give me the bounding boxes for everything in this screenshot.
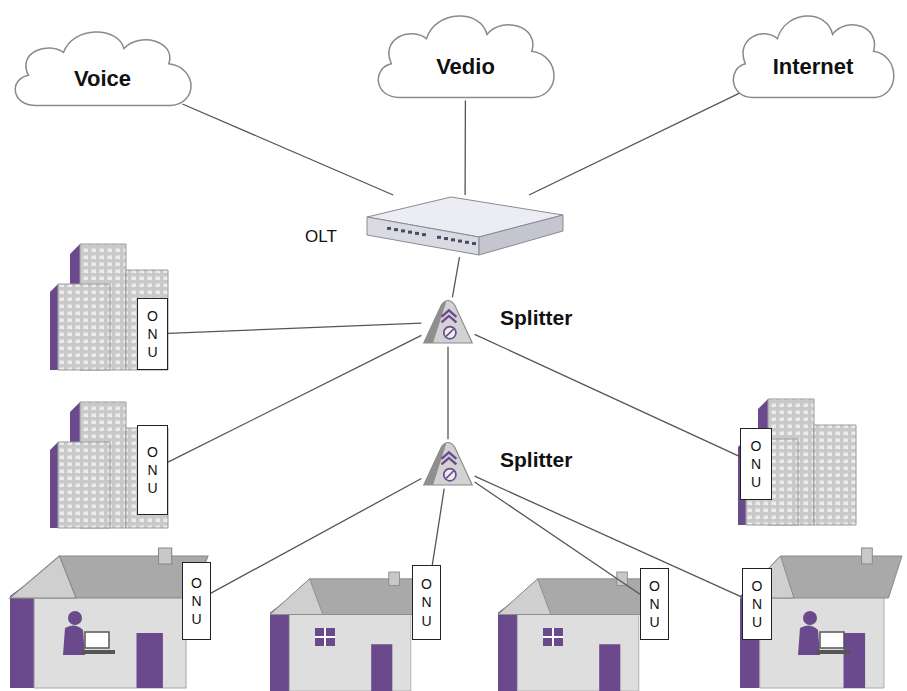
house bbox=[740, 548, 902, 688]
port bbox=[437, 236, 441, 239]
fiber-link bbox=[464, 101, 466, 195]
person-at-computer bbox=[63, 611, 115, 655]
onu-label: O N U bbox=[147, 443, 158, 498]
window bbox=[315, 628, 335, 646]
office-building bbox=[50, 244, 168, 370]
onu-label: O N U bbox=[421, 575, 432, 630]
onu-box: O N U bbox=[740, 428, 772, 500]
shape-part bbox=[441, 310, 456, 322]
optical-splitter: Splitter bbox=[420, 438, 476, 490]
onu-box: O N U bbox=[137, 425, 168, 515]
fiber-link bbox=[432, 489, 444, 565]
shape-part bbox=[446, 329, 453, 336]
fiber-link bbox=[182, 104, 393, 195]
port bbox=[387, 227, 391, 230]
house bbox=[270, 572, 428, 691]
shape-part bbox=[441, 452, 456, 464]
port bbox=[422, 233, 426, 236]
house bbox=[270, 572, 428, 691]
port bbox=[465, 241, 469, 244]
shape-part bbox=[444, 469, 456, 481]
olt-device: OLT bbox=[365, 195, 565, 257]
window bbox=[543, 628, 563, 646]
port bbox=[444, 237, 448, 240]
person-at-computer bbox=[798, 611, 850, 655]
network-cloud: Vedio bbox=[368, 5, 563, 110]
port bbox=[472, 242, 476, 245]
shape-part bbox=[444, 327, 456, 339]
cloud-label: Vedio bbox=[436, 54, 495, 80]
port bbox=[458, 240, 462, 243]
office-building bbox=[738, 399, 856, 525]
window bbox=[315, 628, 335, 646]
network-cloud: Voice bbox=[5, 22, 200, 117]
shape-part bbox=[424, 443, 473, 485]
splitter-outline bbox=[420, 438, 476, 490]
cloud-label: Voice bbox=[74, 66, 131, 92]
port bbox=[451, 238, 455, 241]
window bbox=[543, 628, 563, 646]
fiber-link bbox=[168, 323, 421, 333]
cloud-outline bbox=[378, 16, 554, 97]
cloud-outline bbox=[15, 32, 191, 106]
port bbox=[401, 229, 405, 232]
person-at-computer bbox=[798, 611, 850, 655]
onu-box: O N U bbox=[182, 562, 211, 640]
house bbox=[10, 548, 208, 688]
onu-label: O N U bbox=[147, 307, 158, 362]
cloud-label: Internet bbox=[773, 54, 854, 80]
office-building bbox=[50, 402, 168, 528]
olt-label: OLT bbox=[305, 227, 337, 247]
house bbox=[10, 548, 208, 688]
fiber-link bbox=[452, 257, 459, 297]
fiber-link bbox=[475, 334, 740, 456]
network-cloud: Internet bbox=[724, 5, 902, 110]
onu-label: O N U bbox=[191, 574, 202, 629]
shape-part bbox=[424, 301, 473, 343]
onu-box: O N U bbox=[137, 298, 168, 370]
port bbox=[415, 232, 419, 235]
house bbox=[740, 548, 902, 688]
port bbox=[408, 231, 412, 234]
fiber-link bbox=[475, 476, 742, 597]
onu-label: O N U bbox=[751, 577, 762, 632]
fiber-link bbox=[475, 482, 640, 594]
onu-label: O N U bbox=[649, 577, 660, 632]
cloud-outline bbox=[733, 16, 893, 97]
shape-part bbox=[479, 215, 563, 255]
window bbox=[543, 628, 563, 646]
fiber-link bbox=[447, 347, 448, 440]
onu-box: O N U bbox=[742, 568, 772, 640]
splitter-label: Splitter bbox=[500, 448, 572, 472]
fiber-link bbox=[211, 479, 421, 594]
fiber-link bbox=[529, 93, 740, 195]
onu-box: O N U bbox=[412, 565, 441, 640]
person-at-computer bbox=[63, 611, 115, 655]
port bbox=[394, 228, 398, 231]
window bbox=[315, 628, 335, 646]
office-building bbox=[50, 244, 168, 370]
office-building bbox=[50, 402, 168, 528]
shape-part bbox=[446, 471, 453, 478]
splitter-label: Splitter bbox=[500, 306, 572, 330]
fiber-link bbox=[168, 335, 421, 462]
olt-outline bbox=[365, 195, 565, 257]
shape-part bbox=[367, 217, 479, 255]
splitter-outline bbox=[420, 296, 476, 348]
onu-label: O N U bbox=[750, 437, 761, 492]
optical-splitter: Splitter bbox=[420, 296, 476, 348]
office-building bbox=[738, 399, 856, 525]
onu-box: O N U bbox=[640, 568, 669, 640]
